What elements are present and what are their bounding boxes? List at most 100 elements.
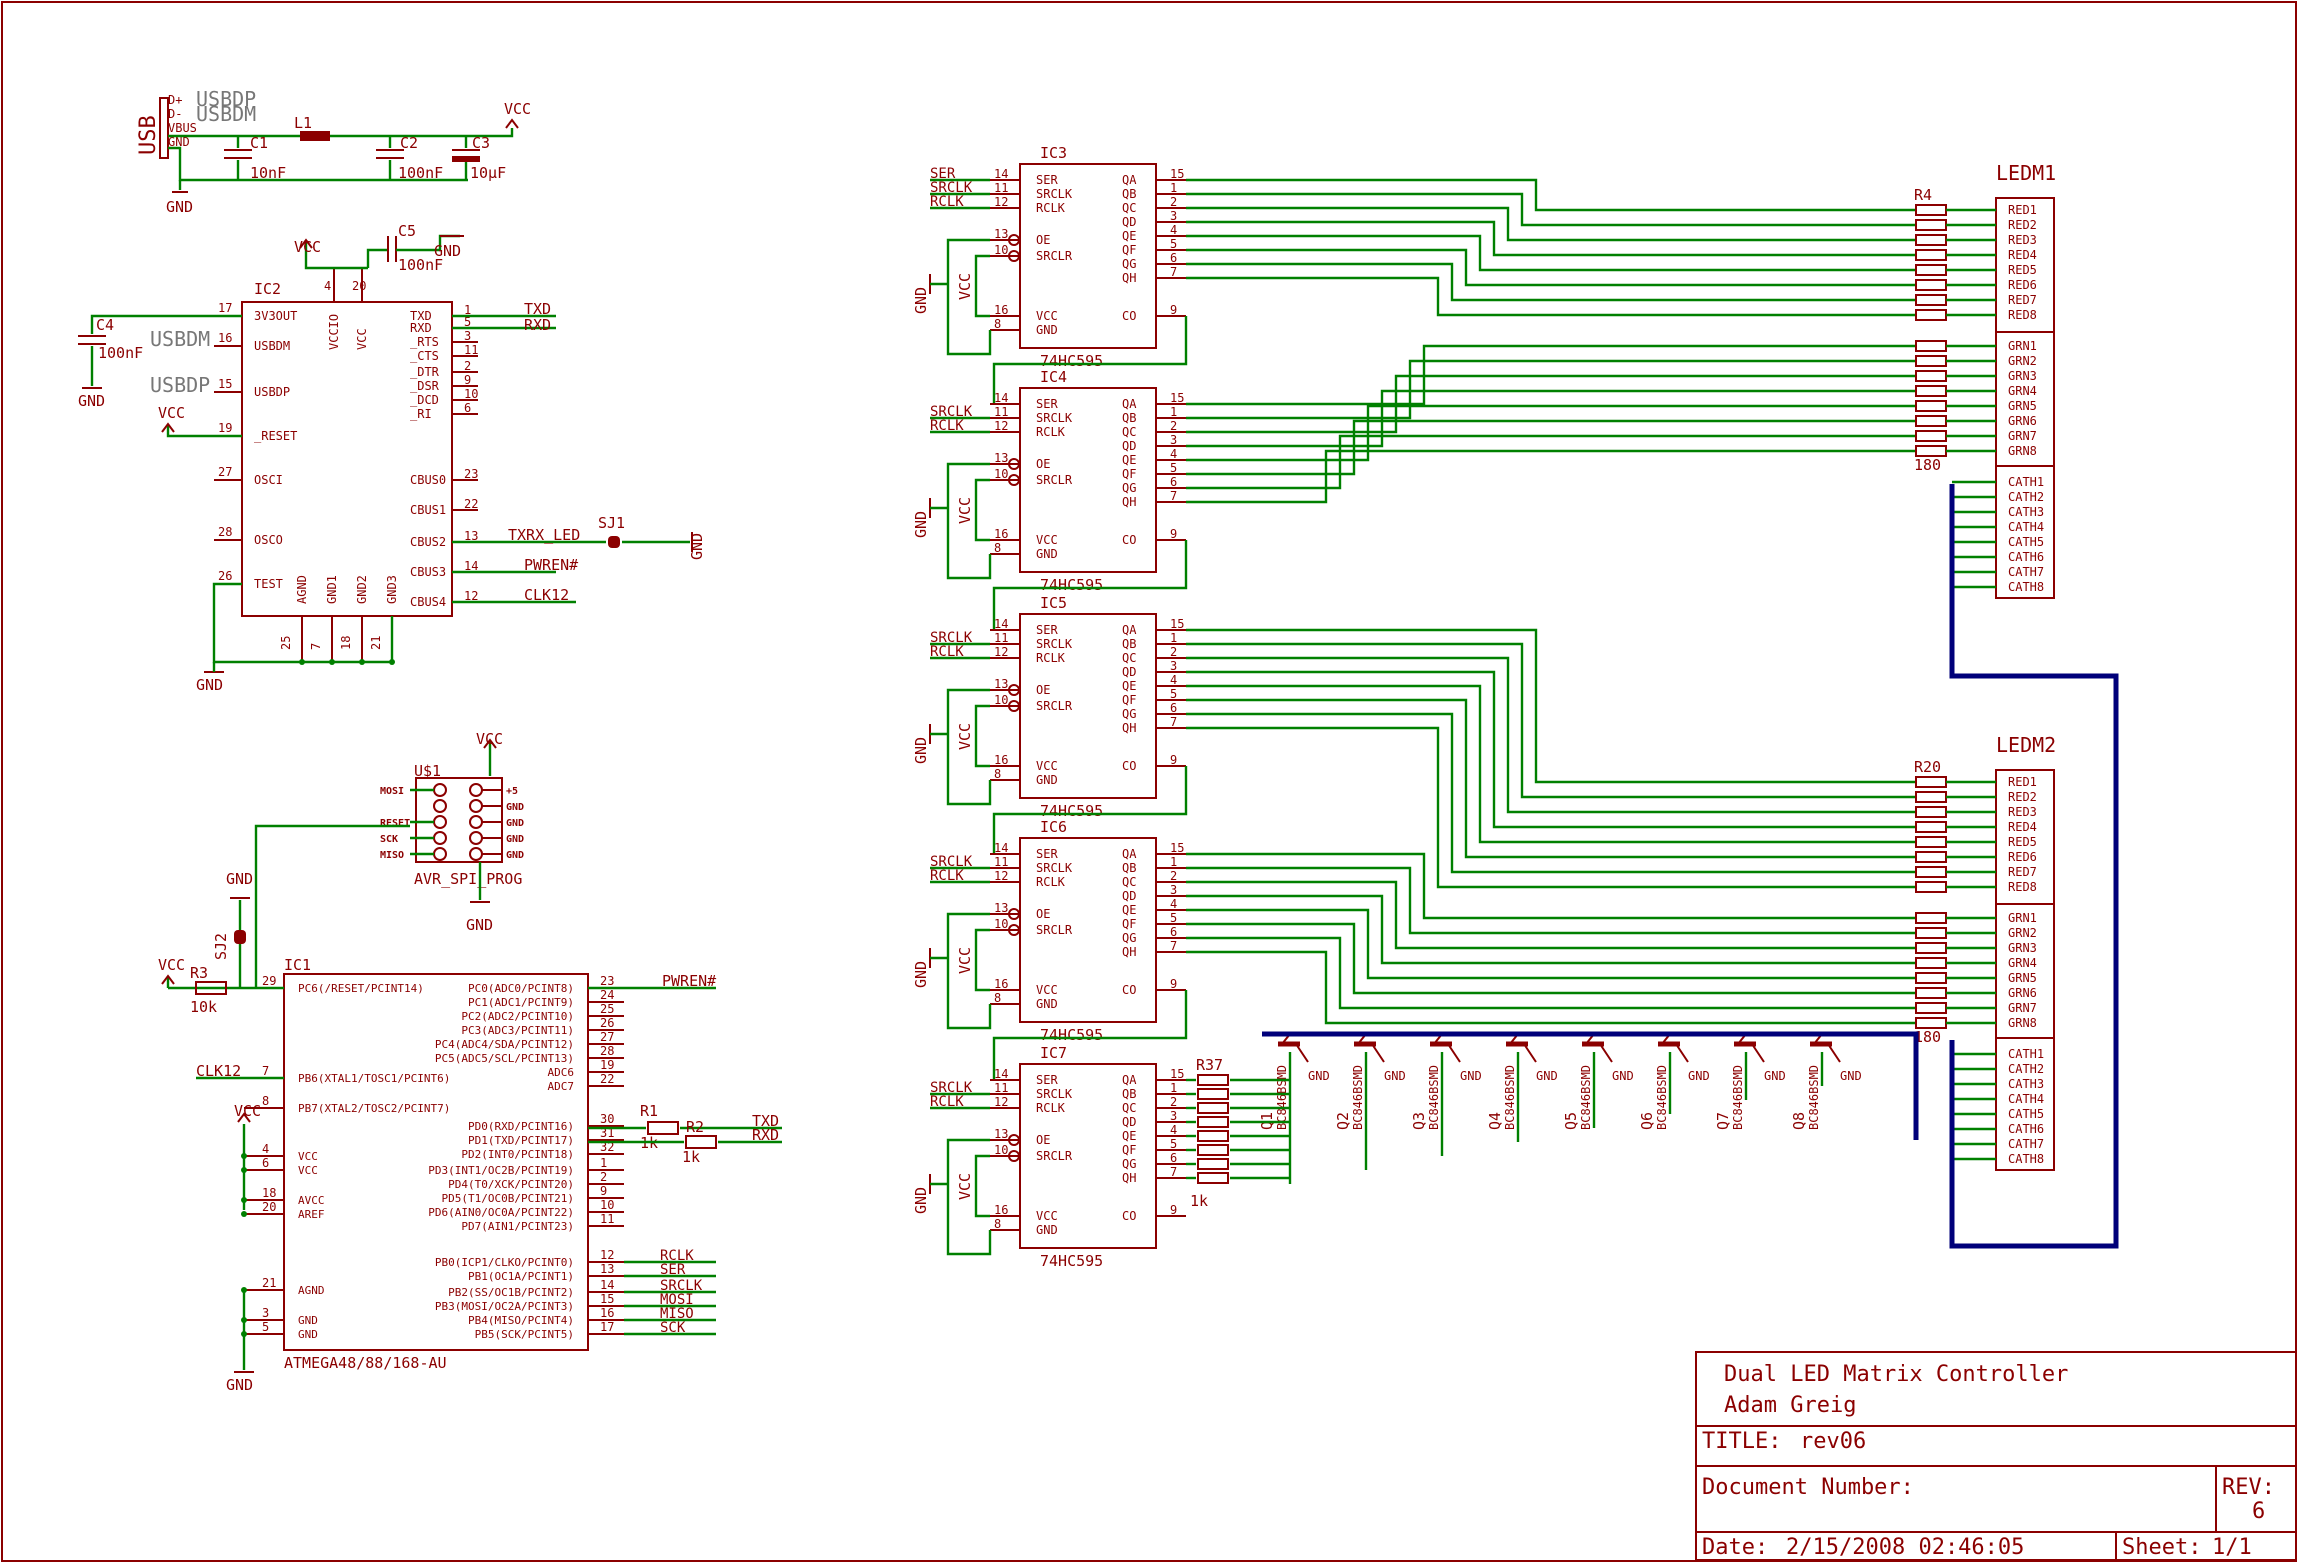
sr-pin-num: 13 (994, 677, 1008, 691)
sr-vcc-loop (974, 704, 990, 768)
vcc-arrow-usb (505, 118, 519, 129)
ic1-pin-num: 29 (262, 974, 276, 988)
sr-pin-num: 14 (994, 1067, 1008, 1081)
ledm-pin-label: CATH4 (2008, 1092, 2044, 1106)
ic1-pin-num: 4 (262, 1142, 269, 1156)
transistor-part: BC846BSMD (1427, 1065, 1441, 1130)
spi-pin-label-right: GND (506, 834, 524, 845)
sr-pin-num: 2 (1170, 195, 1177, 209)
ledm-pin-label: GRN3 (2008, 369, 2037, 383)
sr-input-label: RCLK (930, 868, 964, 884)
ic1-pin-name: PD6(AIN0/OC0A/PCINT22) (428, 1206, 574, 1219)
r3-vcc-arrow (161, 974, 175, 985)
ic1-pin-name: PB3(MOSI/OC2A/PCINT3) (435, 1300, 574, 1313)
sr-inverted-pin (1008, 700, 1020, 712)
sr-pin-name: QH (1122, 495, 1136, 509)
ic1-pin-name: PD1(TXD/PCINT17) (468, 1134, 574, 1147)
ic2-pin-num: 28 (218, 525, 232, 539)
sr-pin-num: 11 (994, 405, 1008, 419)
c4-label: C4 (96, 316, 114, 334)
sr-pin-num: 9 (1170, 527, 1177, 541)
ic1-pin-num: 8 (262, 1094, 269, 1108)
ic1-pin-num: 11 (600, 1212, 614, 1226)
ic2-pin-num: 21 (369, 636, 383, 650)
ic2-pin-num: 6 (464, 401, 471, 415)
usb-connector-label: USB (136, 115, 161, 155)
shift-register-name: IC5 (1040, 594, 1067, 612)
spi-pin-label-right: GND (506, 850, 524, 861)
sr-pin-num: 1 (1170, 181, 1177, 195)
ic1-pin-name: ADC6 (548, 1066, 575, 1079)
sr-pin-name: QH (1122, 721, 1136, 735)
ledm-pin-label: RED3 (2008, 233, 2037, 247)
sr-pin-num: 16 (994, 303, 1008, 317)
sr-pin-num: 15 (1170, 617, 1184, 631)
sr-vcc-label: VCC (956, 497, 974, 524)
led-resistor (1915, 264, 1947, 276)
sr-pin-num: 6 (1170, 1151, 1177, 1165)
ledm-pin-label: CATH7 (2008, 565, 2044, 579)
sr-pin-name: QF (1122, 467, 1136, 481)
sr-output-wire (1186, 389, 1916, 448)
sr-pin-num: 15 (1170, 391, 1184, 405)
led-resistor (1915, 1017, 1947, 1029)
usb-gnd-wire (168, 146, 468, 182)
led-resistor (1915, 430, 1947, 442)
sr-chain-wire (992, 766, 1188, 854)
sr-pin-num: 11 (994, 1081, 1008, 1095)
ic1-pin-num: 7 (262, 1064, 269, 1078)
reset-vcc-label: VCC (158, 404, 185, 422)
transistor-gnd: GND (1612, 1069, 1634, 1083)
sr-pin-name: QH (1122, 1171, 1136, 1185)
ic1-pin-name: PB0(ICP1/CLKO/PCINT0) (435, 1256, 574, 1269)
sr-pin-name: QE (1122, 903, 1136, 917)
sr-pin-num: 3 (1170, 433, 1177, 447)
ic2-pin-name: USBDM (254, 339, 290, 353)
sr-vcc-label: VCC (956, 273, 974, 300)
sr-pin-name: SRCLR (1036, 473, 1073, 487)
transistor-part: BC846BSMD (1275, 1065, 1289, 1130)
rev-label: REV: (2222, 1475, 2275, 1500)
spi-pin-label: RESET (380, 818, 410, 829)
sr-output-wire (1186, 262, 1916, 302)
ledm-pin-label: GRN8 (2008, 444, 2037, 458)
sr-pin-name: QH (1122, 271, 1136, 285)
sheet-value: 1/1 (2212, 1535, 2252, 1560)
led-resistor (1915, 972, 1947, 984)
ledm-pin-label: RED2 (2008, 218, 2037, 232)
usb-connector-body (159, 97, 169, 159)
sr-pin-num: 4 (1170, 447, 1177, 461)
sr-pin-num: 13 (994, 1127, 1008, 1141)
ic1-pin-num: 26 (600, 1016, 614, 1030)
ic2-pin-num: 4 (324, 279, 331, 293)
c5-label: C5 (398, 222, 416, 240)
transistor-part: BC846BSMD (1579, 1065, 1593, 1130)
sr-pin-name: SRCLK (1036, 187, 1073, 201)
ic2-name: IC2 (254, 280, 281, 298)
ic1-body (283, 973, 589, 1351)
ic2-pin-num: 16 (218, 331, 232, 345)
ledm-pin-label: GRN6 (2008, 986, 2037, 1000)
led-resistor (1915, 309, 1947, 321)
sr-output-wire (1186, 726, 1916, 889)
sj2-label: SJ2 (212, 933, 230, 960)
sr-output-wire (1186, 449, 1916, 504)
ic1-pin-name: AGND (298, 1284, 325, 1297)
ic1-pin-num: 1 (600, 1156, 607, 1170)
led-resistor (1915, 234, 1947, 246)
ic1-pin-name: PD4(T0/XCK/PCINT20) (448, 1178, 574, 1191)
ic1-pin-num: 30 (600, 1112, 614, 1126)
sr-output-wire (1186, 852, 1916, 920)
sr-input-label: RCLK (930, 644, 964, 660)
base-resistor-name: R37 (1196, 1056, 1223, 1074)
sr-pin-num: 6 (1170, 925, 1177, 939)
sr-pin-name: CO (1122, 759, 1136, 773)
sr-vcc-label: VCC (956, 947, 974, 974)
usb-pin-gnd: GND (168, 135, 190, 149)
led-resistor (1915, 791, 1947, 803)
sr-pin-name: SRCLR (1036, 923, 1073, 937)
ic2-pin-name: TEST (254, 577, 283, 591)
ledm-pin-label: CATH3 (2008, 1077, 2044, 1091)
sr-pin-num: 7 (1170, 939, 1177, 953)
sr-output-wire (1186, 642, 1916, 799)
